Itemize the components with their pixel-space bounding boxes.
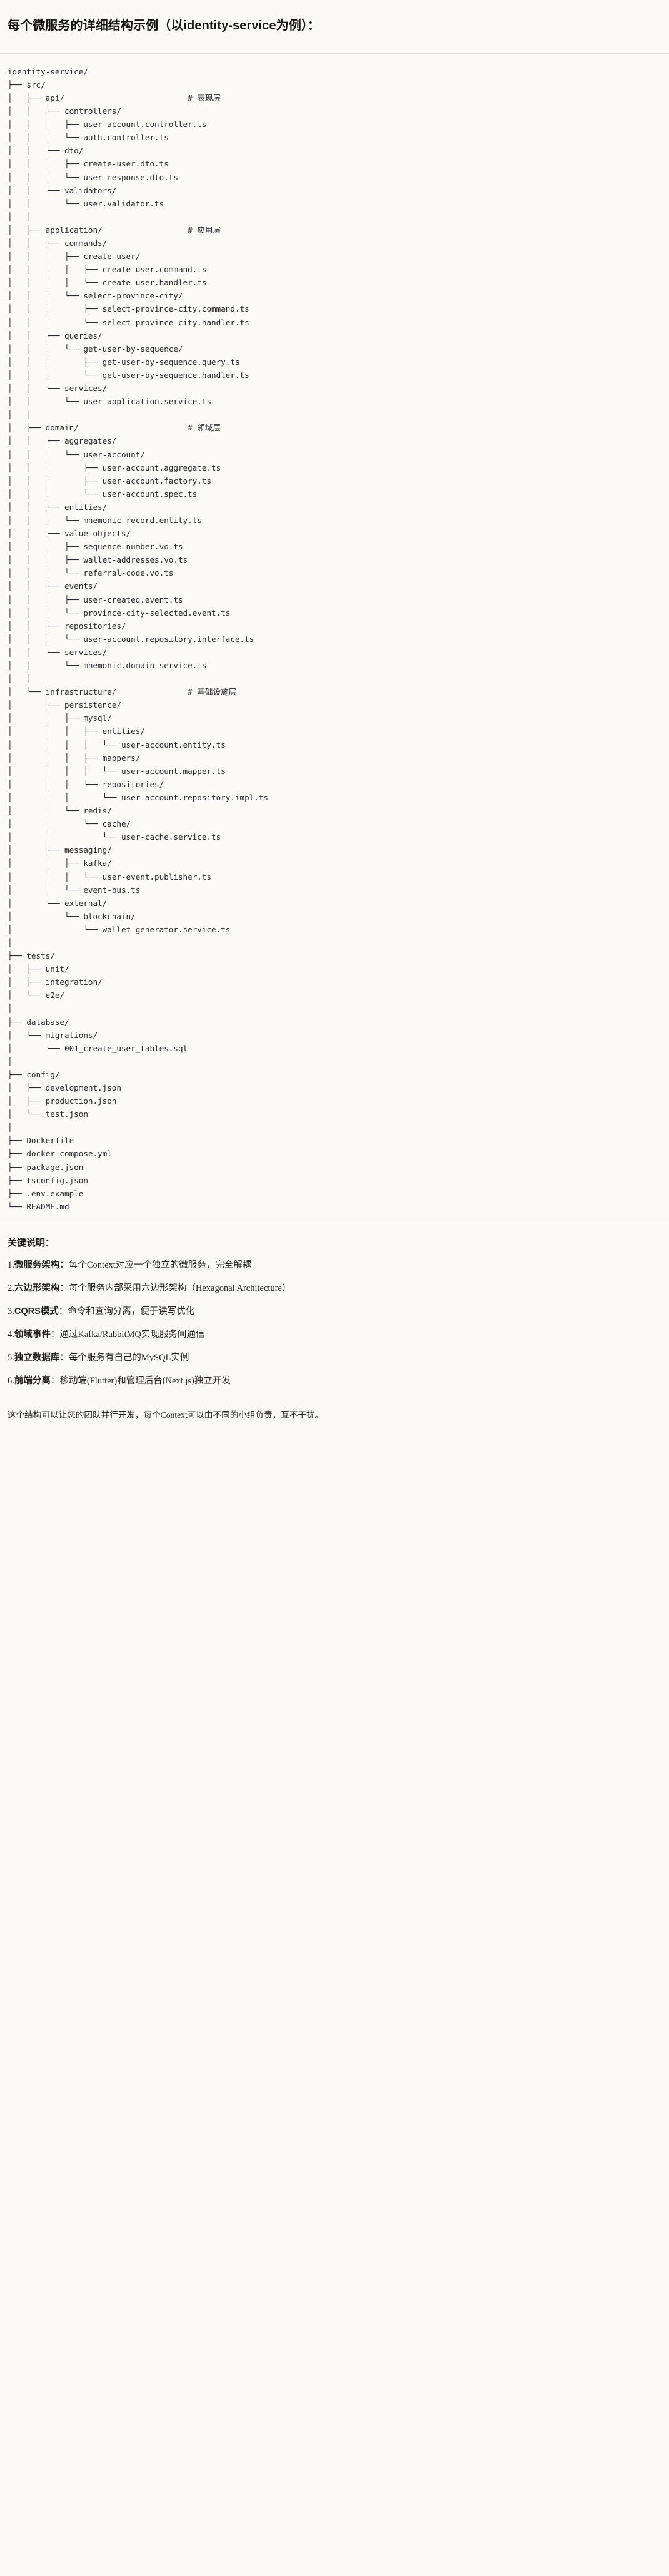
key-note-item: 3.CQRS模式：命令和查询分离，便于读写优化 bbox=[8, 1305, 661, 1318]
key-note-description: 命令和查询分离，便于读写优化 bbox=[68, 1306, 195, 1316]
key-note-item: 4.领域事件：通过Kafka/RabbitMQ实现服务间通信 bbox=[8, 1328, 661, 1341]
key-note-term: 前端分离 bbox=[14, 1375, 51, 1386]
key-note-term: 独立数据库 bbox=[14, 1352, 60, 1363]
key-note-item: 6.前端分离：移动端(Flutter)和管理后台(Next.js)独立开发 bbox=[8, 1375, 661, 1388]
divider-top bbox=[0, 53, 669, 54]
page-title: 每个微服务的详细结构示例（以identity-service为例）： bbox=[8, 19, 321, 33]
key-note-term: CQRS模式 bbox=[14, 1306, 59, 1316]
key-note-separator: ： bbox=[58, 1306, 68, 1316]
key-note-term: 六边形架构 bbox=[14, 1283, 60, 1293]
key-note-item: 5.独立数据库：每个服务有自己的MySQL实例 bbox=[8, 1352, 661, 1365]
key-note-number: 4. bbox=[8, 1329, 14, 1340]
key-note-separator: ： bbox=[59, 1260, 69, 1270]
footer-note: 这个结构可以让您的团队并行开发，每个Context可以由不同的小组负责，互不干扰… bbox=[8, 1410, 324, 1420]
key-note-term: 领域事件 bbox=[14, 1329, 51, 1340]
key-note-number: 1. bbox=[8, 1260, 14, 1270]
key-note-number: 2. bbox=[8, 1283, 14, 1293]
key-note-item: 2.六边形架构：每个服务内部采用六边形架构（Hexagonal Architec… bbox=[8, 1282, 661, 1295]
key-note-separator: ： bbox=[50, 1375, 60, 1386]
document-page: 每个微服务的详细结构示例（以identity-service为例）： ident… bbox=[0, 8, 669, 1433]
directory-tree: identity-service/ ├── src/ │ ├── api/ # … bbox=[8, 65, 661, 1213]
key-note-separator: ： bbox=[59, 1283, 69, 1293]
key-note-term: 微服务架构 bbox=[14, 1260, 60, 1270]
key-note-number: 6. bbox=[8, 1375, 14, 1386]
key-note-item: 1.微服务架构：每个Context对应一个独立的微服务，完全解耦 bbox=[8, 1259, 661, 1272]
key-note-separator: ： bbox=[50, 1329, 60, 1340]
key-note-separator: ： bbox=[59, 1352, 69, 1363]
key-notes-title: 关键说明： bbox=[8, 1237, 55, 1248]
key-note-description: 每个服务有自己的MySQL实例 bbox=[68, 1352, 189, 1363]
key-note-description: 每个服务内部采用六边形架构（Hexagonal Architecture） bbox=[68, 1283, 291, 1293]
key-note-description: 每个Context对应一个独立的微服务，完全解耦 bbox=[68, 1260, 252, 1270]
directory-tree-code: identity-service/ ├── src/ │ ├── api/ # … bbox=[8, 66, 269, 1211]
key-note-number: 5. bbox=[8, 1352, 14, 1363]
directory-tree-block: identity-service/ ├── src/ │ ├── api/ # … bbox=[0, 53, 669, 1226]
key-note-description: 移动端(Flutter)和管理后台(Next.js)独立开发 bbox=[59, 1375, 231, 1386]
key-note-number: 3. bbox=[8, 1306, 14, 1316]
key-note-description: 通过Kafka/RabbitMQ实现服务间通信 bbox=[59, 1329, 205, 1340]
